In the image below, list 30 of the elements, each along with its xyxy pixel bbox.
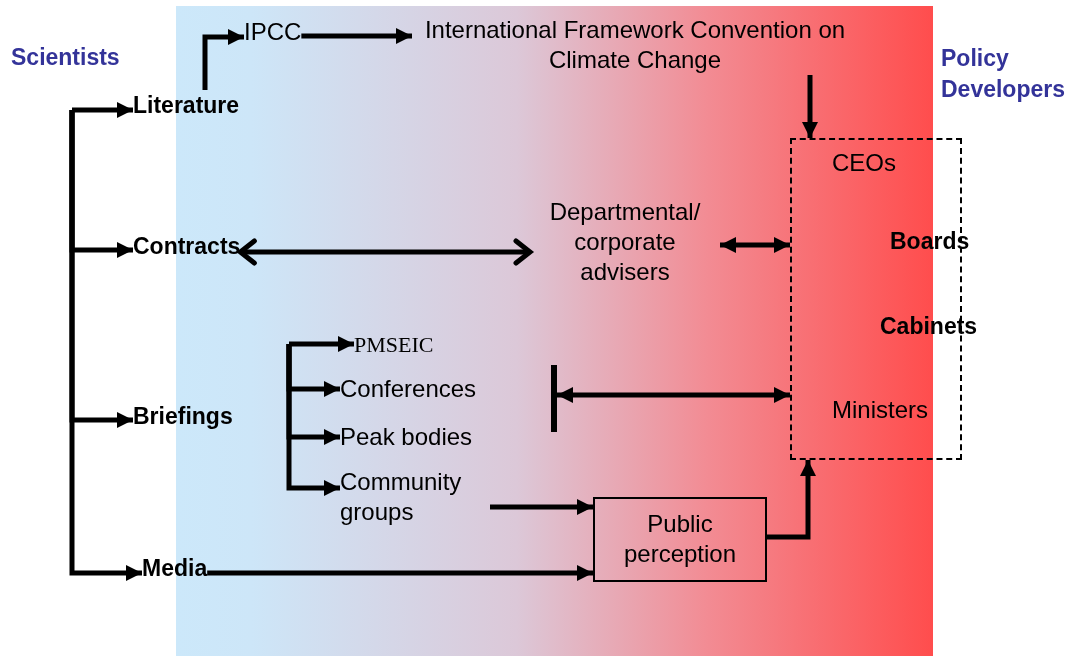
role-text: CEOs (832, 148, 896, 178)
arrow (72, 102, 133, 118)
role-text: Ministers (832, 395, 928, 425)
arrow (802, 75, 818, 138)
arrow (289, 336, 354, 352)
source-text: Literature (133, 90, 240, 120)
arrow (69, 110, 142, 581)
arrow (767, 460, 816, 540)
arrow (490, 499, 593, 515)
convention-text: International Framework Convention on Climate Change (405, 15, 865, 75)
arrow (237, 238, 533, 266)
arrow (301, 28, 412, 44)
arrow (719, 237, 790, 253)
channel-text: Conferences (340, 374, 477, 404)
side-heading: Scientists (11, 43, 120, 72)
source-text: Media (142, 553, 208, 583)
title-text: IPCC (244, 17, 302, 47)
source-text: Briefings (133, 401, 233, 431)
bar-mark (551, 365, 557, 432)
channel-text: PMSEIC (354, 330, 434, 360)
channel-text: Community groups (340, 467, 490, 527)
arrow (286, 344, 340, 496)
channel-text: Peak bodies (340, 422, 473, 452)
arrow (207, 565, 593, 581)
process-box: Public perception (593, 497, 767, 582)
arrow (202, 29, 244, 90)
adviser-text: Departmental/ corporate advisers (530, 197, 720, 287)
source-text: Contracts (133, 231, 241, 261)
side-heading: Policy Developers (941, 44, 1066, 104)
arrow (554, 387, 790, 403)
